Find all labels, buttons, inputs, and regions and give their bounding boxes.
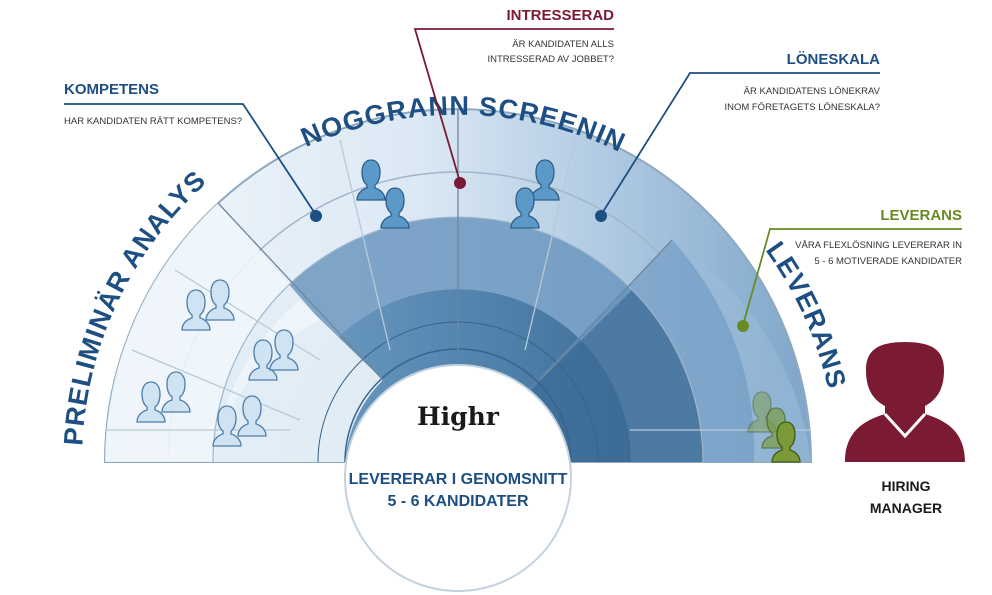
intresserad-desc-2: INTRESSERAD AV JOBBET? [487, 54, 614, 65]
loneskala-dot [595, 210, 607, 222]
intresserad-title: INTRESSERAD [506, 7, 614, 24]
hiring-manager-label-1: HIRING [882, 478, 931, 494]
center-line2: 5 - 6 KANDIDATER [387, 493, 528, 510]
hiring-manager-label-2: MANAGER [870, 500, 942, 516]
leverans-desc-1: VÅRA FLEXLÖSNING LEVERERAR IN [795, 240, 962, 251]
leverans-dot [737, 320, 749, 332]
center-line1: LEVERERAR I GENOMSNITT [349, 471, 568, 488]
kompetens-desc: HAR KANDIDATEN RÄTT KOMPETENS? [64, 116, 242, 127]
sector-dividers [105, 109, 811, 431]
leverans-connector [742, 228, 962, 326]
intresserad-dot [454, 177, 466, 189]
highr-logo: Highr [417, 402, 500, 431]
inner-band [213, 217, 703, 462]
loneskala-desc-2: INOM FÖRETAGETS LÖNESKALA? [724, 102, 880, 113]
hiring-manager-icon [845, 342, 965, 462]
intresserad-desc-1: ÄR KANDIDATEN ALLS [512, 39, 614, 50]
kompetens-connector [64, 103, 317, 216]
loneskala-title: LÖNESKALA [787, 51, 881, 68]
loneskala-connector [600, 72, 880, 216]
leverans-desc-2: 5 - 6 MOTIVERADE KANDIDATER [814, 256, 962, 267]
kompetens-title: KOMPETENS [64, 81, 159, 98]
loneskala-desc-1: ÄR KANDIDATENS LÖNEKRAV [744, 86, 881, 97]
kompetens-dot [310, 210, 322, 222]
center-circle [344, 364, 572, 592]
intresserad-connector [413, 28, 614, 183]
leverans-title: LEVERANS [880, 207, 962, 224]
